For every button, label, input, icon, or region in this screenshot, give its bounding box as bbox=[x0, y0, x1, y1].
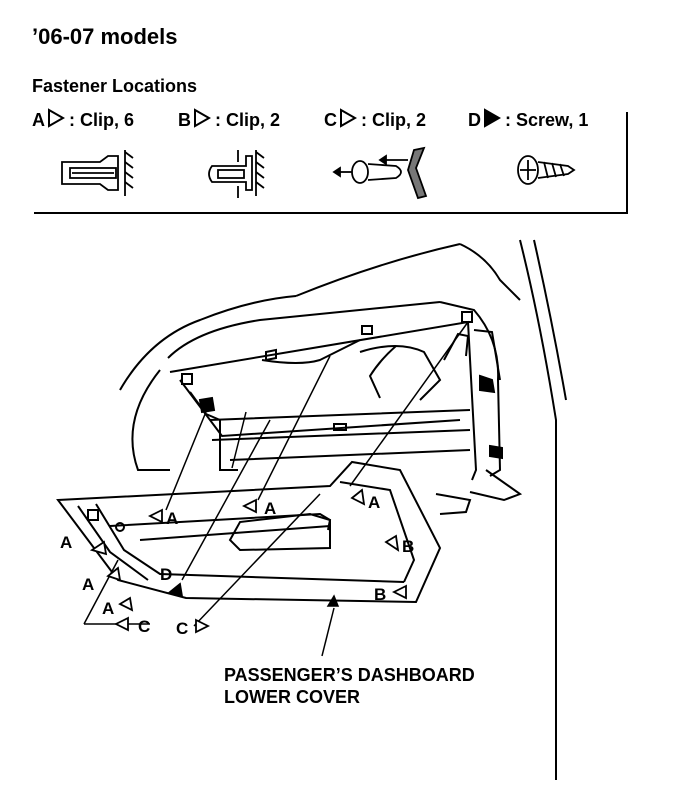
legend-letter-a: A bbox=[32, 110, 45, 130]
callout-a: A bbox=[264, 499, 276, 518]
clip-b-icon bbox=[208, 150, 265, 198]
legend-frame-bottom bbox=[34, 212, 628, 214]
clip-a-marker bbox=[241, 498, 257, 514]
clip-a-marker bbox=[147, 508, 163, 524]
clip-a-icon bbox=[61, 150, 134, 196]
legend-item-d: D : Screw, 1 bbox=[468, 108, 588, 131]
filled-triangle-icon bbox=[484, 108, 501, 128]
clip-a-marker bbox=[118, 596, 134, 612]
caption-line-1: PASSENGER’S DASHBOARD bbox=[224, 665, 475, 685]
callout-c: C bbox=[138, 617, 150, 636]
callout-markers bbox=[89, 488, 407, 634]
legend-letter-c: C bbox=[324, 110, 337, 130]
screw-d-marker bbox=[168, 582, 184, 598]
clip-a-marker bbox=[106, 566, 122, 582]
legend-item-a: A : Clip, 6 bbox=[32, 108, 134, 131]
callout-labels: A A A A A A B B C C D bbox=[60, 493, 414, 638]
clip-c-icon bbox=[332, 146, 428, 200]
clip-a-marker bbox=[350, 488, 366, 506]
legend-letter-d: D bbox=[468, 110, 481, 130]
callout-a: A bbox=[82, 575, 94, 594]
callout-b: B bbox=[374, 585, 386, 604]
caption-line-2: LOWER COVER bbox=[224, 687, 361, 707]
clip-b-marker bbox=[391, 584, 407, 600]
callout-b: B bbox=[402, 537, 414, 556]
legend-desc-c: : Clip, 2 bbox=[361, 110, 427, 130]
leader-lines bbox=[83, 321, 469, 657]
screw-icon bbox=[517, 155, 576, 185]
lower-cover-panel bbox=[56, 460, 442, 604]
legend-frame-right bbox=[626, 112, 628, 214]
clip-a-marker bbox=[89, 540, 108, 556]
legend-desc-a: : Clip, 6 bbox=[69, 110, 135, 130]
legend-item-b: B : Clip, 2 bbox=[178, 108, 280, 131]
callout-c: C bbox=[176, 619, 188, 638]
legend-letter-b: B bbox=[178, 110, 191, 130]
dashboard-body bbox=[119, 239, 567, 780]
callout-a: A bbox=[102, 599, 114, 618]
callout-a: A bbox=[60, 533, 72, 552]
part-caption: PASSENGER’S DASHBOARD LOWER COVER bbox=[224, 664, 475, 708]
page-title: ’06-07 models bbox=[32, 24, 178, 49]
callout-d: D bbox=[160, 565, 172, 584]
open-triangle-icon bbox=[340, 108, 357, 128]
open-triangle-icon bbox=[194, 108, 211, 128]
fastener-legend: A : Clip, 6 B : Clip, 2 C : Clip, 2 D : Scre… bbox=[32, 108, 632, 138]
open-triangle-icon bbox=[48, 108, 65, 128]
legend-desc-d: : Screw, 1 bbox=[505, 110, 589, 130]
fastener-locations-heading: Fastener Locations bbox=[32, 76, 198, 96]
clip-c-marker bbox=[113, 616, 129, 632]
callout-a: A bbox=[166, 509, 178, 528]
clip-c-marker bbox=[195, 618, 211, 634]
clip-b-marker bbox=[384, 534, 400, 552]
legend-desc-b: : Clip, 2 bbox=[215, 110, 281, 130]
legend-item-c: C : Clip, 2 bbox=[324, 108, 426, 131]
callout-a: A bbox=[368, 493, 380, 512]
